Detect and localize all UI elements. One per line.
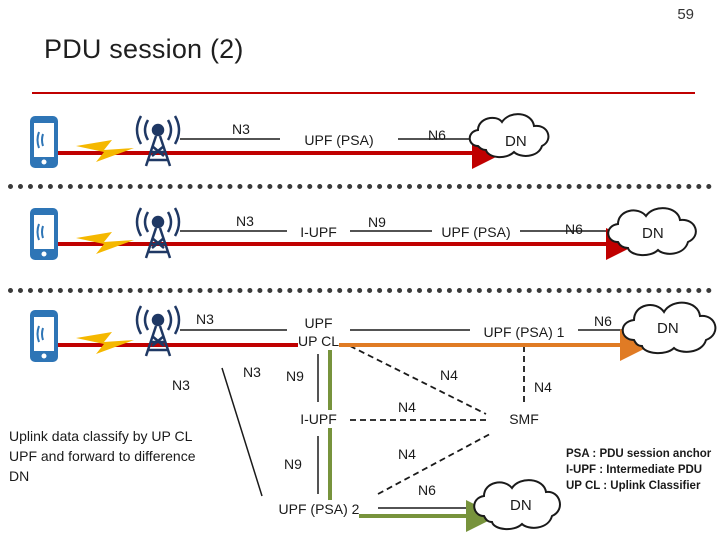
s2-upf-psa-node: UPF (PSA) xyxy=(432,217,520,247)
s3-iupf-node: I-UPF xyxy=(287,402,350,436)
scenario3-caption: Uplink data classify by UP CL UPF and fo… xyxy=(9,428,196,484)
s3-n6-bottom-label: N6 xyxy=(418,482,436,498)
s2-iupf-node: I-UPF xyxy=(287,217,350,247)
s3-n4-upfcl-link xyxy=(349,345,487,415)
s2-iupf-label: I-UPF xyxy=(300,223,337,241)
s3-n3-top-label: N3 xyxy=(196,311,214,327)
s2-n3-label: N3 xyxy=(236,213,254,229)
section-separator-1 xyxy=(8,184,712,189)
s3-n3-diag-link xyxy=(221,367,263,497)
cell-tower-icon xyxy=(135,115,181,167)
s3-upf-psa2-label: UPF (PSA) 2 xyxy=(278,500,360,518)
lightning-icon xyxy=(76,140,134,162)
legend-item: UP CL : Uplink Classifier xyxy=(566,480,701,492)
s1-dn-label: DN xyxy=(505,133,527,150)
s3-n9-upper-label: N9 xyxy=(286,368,304,384)
s3-iupf-label: I-UPF xyxy=(300,410,337,428)
s3-upf-cl-node: UPF UP CL xyxy=(287,310,350,354)
s2-n9-label: N9 xyxy=(368,214,386,230)
cloud-dn-4 xyxy=(473,479,561,530)
s3-upf-psa2-node: UPF (PSA) 2 xyxy=(260,494,378,524)
s1-n3-label: N3 xyxy=(232,121,250,137)
s2-n6-label: N6 xyxy=(565,221,583,237)
s3-n4-label-b: N4 xyxy=(534,379,552,395)
s3-dn-bottom-label: DN xyxy=(510,497,532,514)
s3-upf-psa1-label: UPF (PSA) 1 xyxy=(483,323,565,341)
legend-item: I-UPF : Intermediate PDU xyxy=(566,464,703,476)
s3-n4-label-c: N4 xyxy=(398,399,416,415)
section-separator-2 xyxy=(8,288,712,293)
phone-icon xyxy=(30,208,58,260)
s1-upf-psa-node: UPF (PSA) xyxy=(280,124,398,156)
cloud-dn-2 xyxy=(607,207,697,256)
cloud-dn-1 xyxy=(468,113,550,158)
s3-upf-psa1-node: UPF (PSA) 1 xyxy=(470,318,578,346)
s3-upf-cl-line1: UPF xyxy=(304,314,333,332)
phone-icon xyxy=(30,116,58,168)
s2-dn-label: DN xyxy=(642,225,664,242)
cell-tower-icon xyxy=(135,207,181,259)
legend-item: PSA : PDU session anchor xyxy=(566,448,712,460)
s3-n3-mid-label: N3 xyxy=(243,364,261,380)
s3-n4-upfpsa2-link xyxy=(377,433,491,495)
title-underline xyxy=(32,92,695,94)
phone-icon xyxy=(30,310,58,362)
cloud-dn-3 xyxy=(621,301,717,354)
s3-n3-left-label: N3 xyxy=(172,377,190,393)
cell-tower-icon xyxy=(135,305,181,357)
s2-upf-psa-label: UPF (PSA) xyxy=(441,223,511,241)
lightning-icon xyxy=(76,332,134,354)
s3-n4-label-a: N4 xyxy=(440,367,458,383)
s3-smf-node: SMF xyxy=(486,404,562,434)
s3-smf-label: SMF xyxy=(509,410,539,428)
lightning-icon xyxy=(76,232,134,254)
slide-title: PDU session (2) xyxy=(44,34,244,64)
s3-dn-top-label: DN xyxy=(657,320,679,337)
s1-n6-label: N6 xyxy=(428,127,446,143)
s1-upf-psa-label: UPF (PSA) xyxy=(304,131,374,149)
s3-upf-cl-line2: UP CL xyxy=(298,332,339,350)
slide-number: 59 xyxy=(677,6,694,23)
s3-n9-lower-label: N9 xyxy=(284,456,302,472)
s3-n6-top-label: N6 xyxy=(594,313,612,329)
s3-n4-label-d: N4 xyxy=(398,446,416,462)
abbreviation-legend: PSA : PDU session anchor I-UPF : Interme… xyxy=(566,446,716,494)
